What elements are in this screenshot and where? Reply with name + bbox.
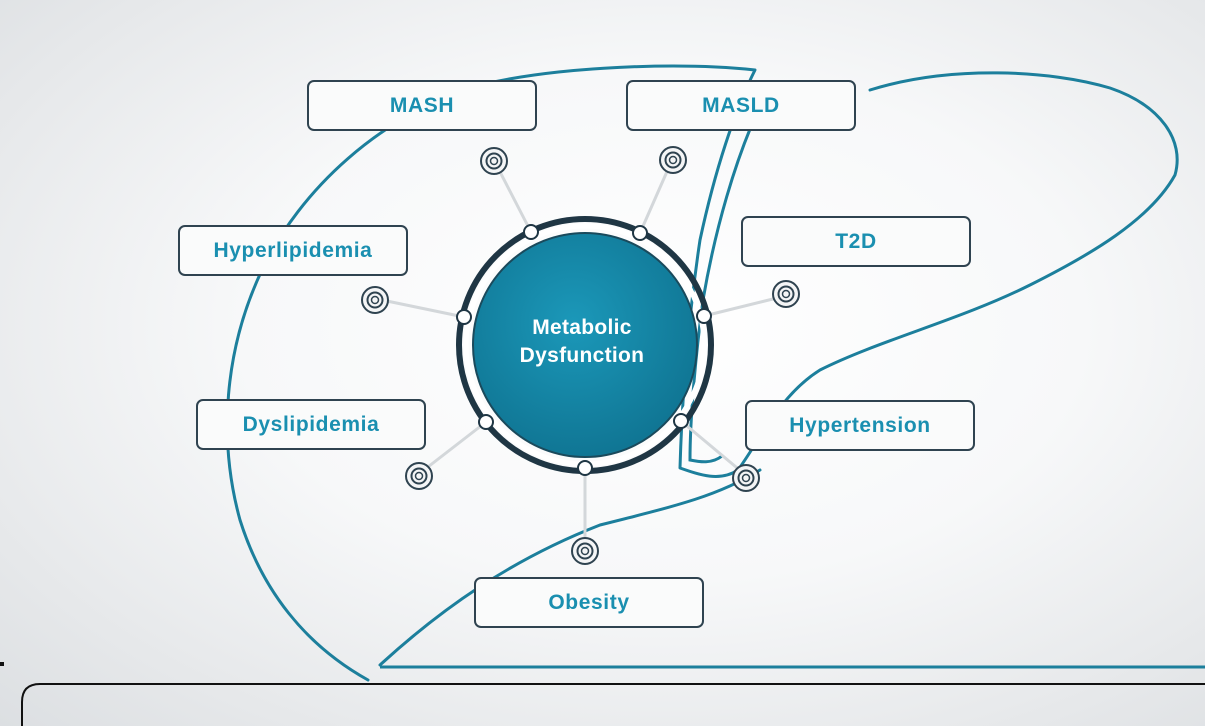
target-ring-icon (772, 280, 800, 308)
liver-lower-edge (378, 468, 762, 667)
node-dot-icon (577, 460, 593, 476)
node-dot-icon (696, 308, 712, 324)
node-t2d-label: T2D (835, 229, 877, 253)
node-mash-label: MASH (389, 93, 455, 117)
target-ring-icon (571, 537, 599, 565)
node-mash: MASH (307, 80, 537, 131)
node-dyslipidemia: Dyslipidemia (196, 399, 426, 450)
target-ring-icon (659, 146, 687, 174)
hub-label-line2: Dysfunction (519, 344, 645, 367)
node-dot-icon (673, 413, 689, 429)
node-hyperlipidemia: Hyperlipidemia (178, 225, 408, 276)
node-hypertension-label: Hypertension (789, 413, 931, 437)
left-edge-mark (0, 662, 4, 666)
connector-spokes (380, 165, 783, 547)
node-masld-label: MASLD (702, 93, 780, 117)
node-obesity-label: Obesity (548, 590, 630, 614)
hub-label: Metabolic Dysfunction (499, 309, 665, 375)
target-ring-icon (405, 462, 433, 490)
node-hyperlipidemia-label: Hyperlipidemia (213, 238, 373, 262)
node-dot-icon (632, 225, 648, 241)
target-ring-icon (480, 147, 508, 175)
node-hypertension: Hypertension (745, 400, 975, 451)
node-dot-icon (523, 224, 539, 240)
hub-core (472, 232, 698, 458)
target-ring-icon (361, 286, 389, 314)
node-t2d: T2D (741, 216, 971, 267)
bottom-frame (21, 683, 1205, 726)
liver-inner-lobe (688, 104, 762, 464)
node-dot-icon (478, 414, 494, 430)
node-dot-icon (456, 309, 472, 325)
target-ring-icon (732, 464, 760, 492)
node-obesity: Obesity (474, 577, 704, 628)
node-masld: MASLD (626, 80, 856, 131)
hub-label-line1: Metabolic (532, 316, 632, 339)
node-dyslipidemia-label: Dyslipidemia (242, 412, 380, 436)
